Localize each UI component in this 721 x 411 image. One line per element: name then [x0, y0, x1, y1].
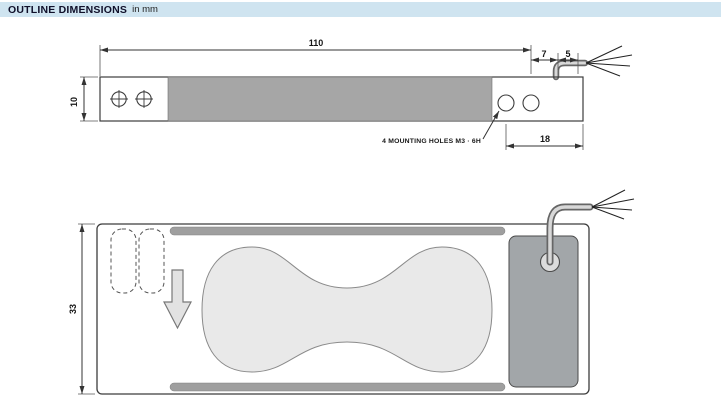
wire-line: [585, 54, 633, 64]
bottom-edge-strip: [169, 382, 506, 392]
mounting-holes-note: 4 MOUNTING HOLES M3 · 6H: [382, 138, 481, 145]
unit-label: in mm: [132, 4, 158, 15]
wire-line: [591, 206, 625, 220]
dim-5-label: 5: [565, 49, 570, 59]
cable-wires: [591, 189, 635, 220]
dim-height-label: 10: [69, 97, 79, 107]
wire-line: [591, 206, 633, 211]
wire-line: [585, 45, 623, 64]
bottom-view: 33: [68, 189, 635, 395]
mounting-hole-icon: [110, 90, 128, 108]
mounting-hole-icon: [497, 94, 515, 112]
dim-length-label: 110: [309, 38, 324, 48]
leader-line: [482, 110, 500, 140]
wire-line: [591, 189, 626, 208]
top-view: 110 7 5 10 18 4 MOUNTING HOLES M3 · 6H: [69, 38, 633, 150]
wire-line: [585, 62, 631, 67]
dogbone-pocket: [201, 246, 493, 373]
plan-body-outline: [96, 223, 590, 395]
hidden-feature-outline: [138, 228, 165, 294]
dim-18-label: 18: [540, 134, 550, 144]
cable-anchor-block: [508, 235, 579, 388]
mounting-hole-icon: [135, 90, 153, 108]
hidden-feature-outline: [110, 228, 137, 294]
load-direction-arrow-icon: [163, 269, 192, 330]
mounting-hole-icon: [522, 94, 540, 112]
clamp-area: [167, 76, 493, 122]
cable-inner: [548, 205, 592, 264]
dim-33-label: 33: [68, 304, 78, 314]
cable-wires: [585, 45, 633, 77]
top-edge-strip: [169, 226, 506, 236]
section-header: OUTLINE DIMENSIONS in mm: [0, 2, 721, 17]
section-title: OUTLINE DIMENSIONS: [8, 3, 128, 16]
wire-line: [591, 198, 635, 208]
dim-7-label: 7: [541, 49, 546, 59]
wire-line: [585, 62, 621, 77]
